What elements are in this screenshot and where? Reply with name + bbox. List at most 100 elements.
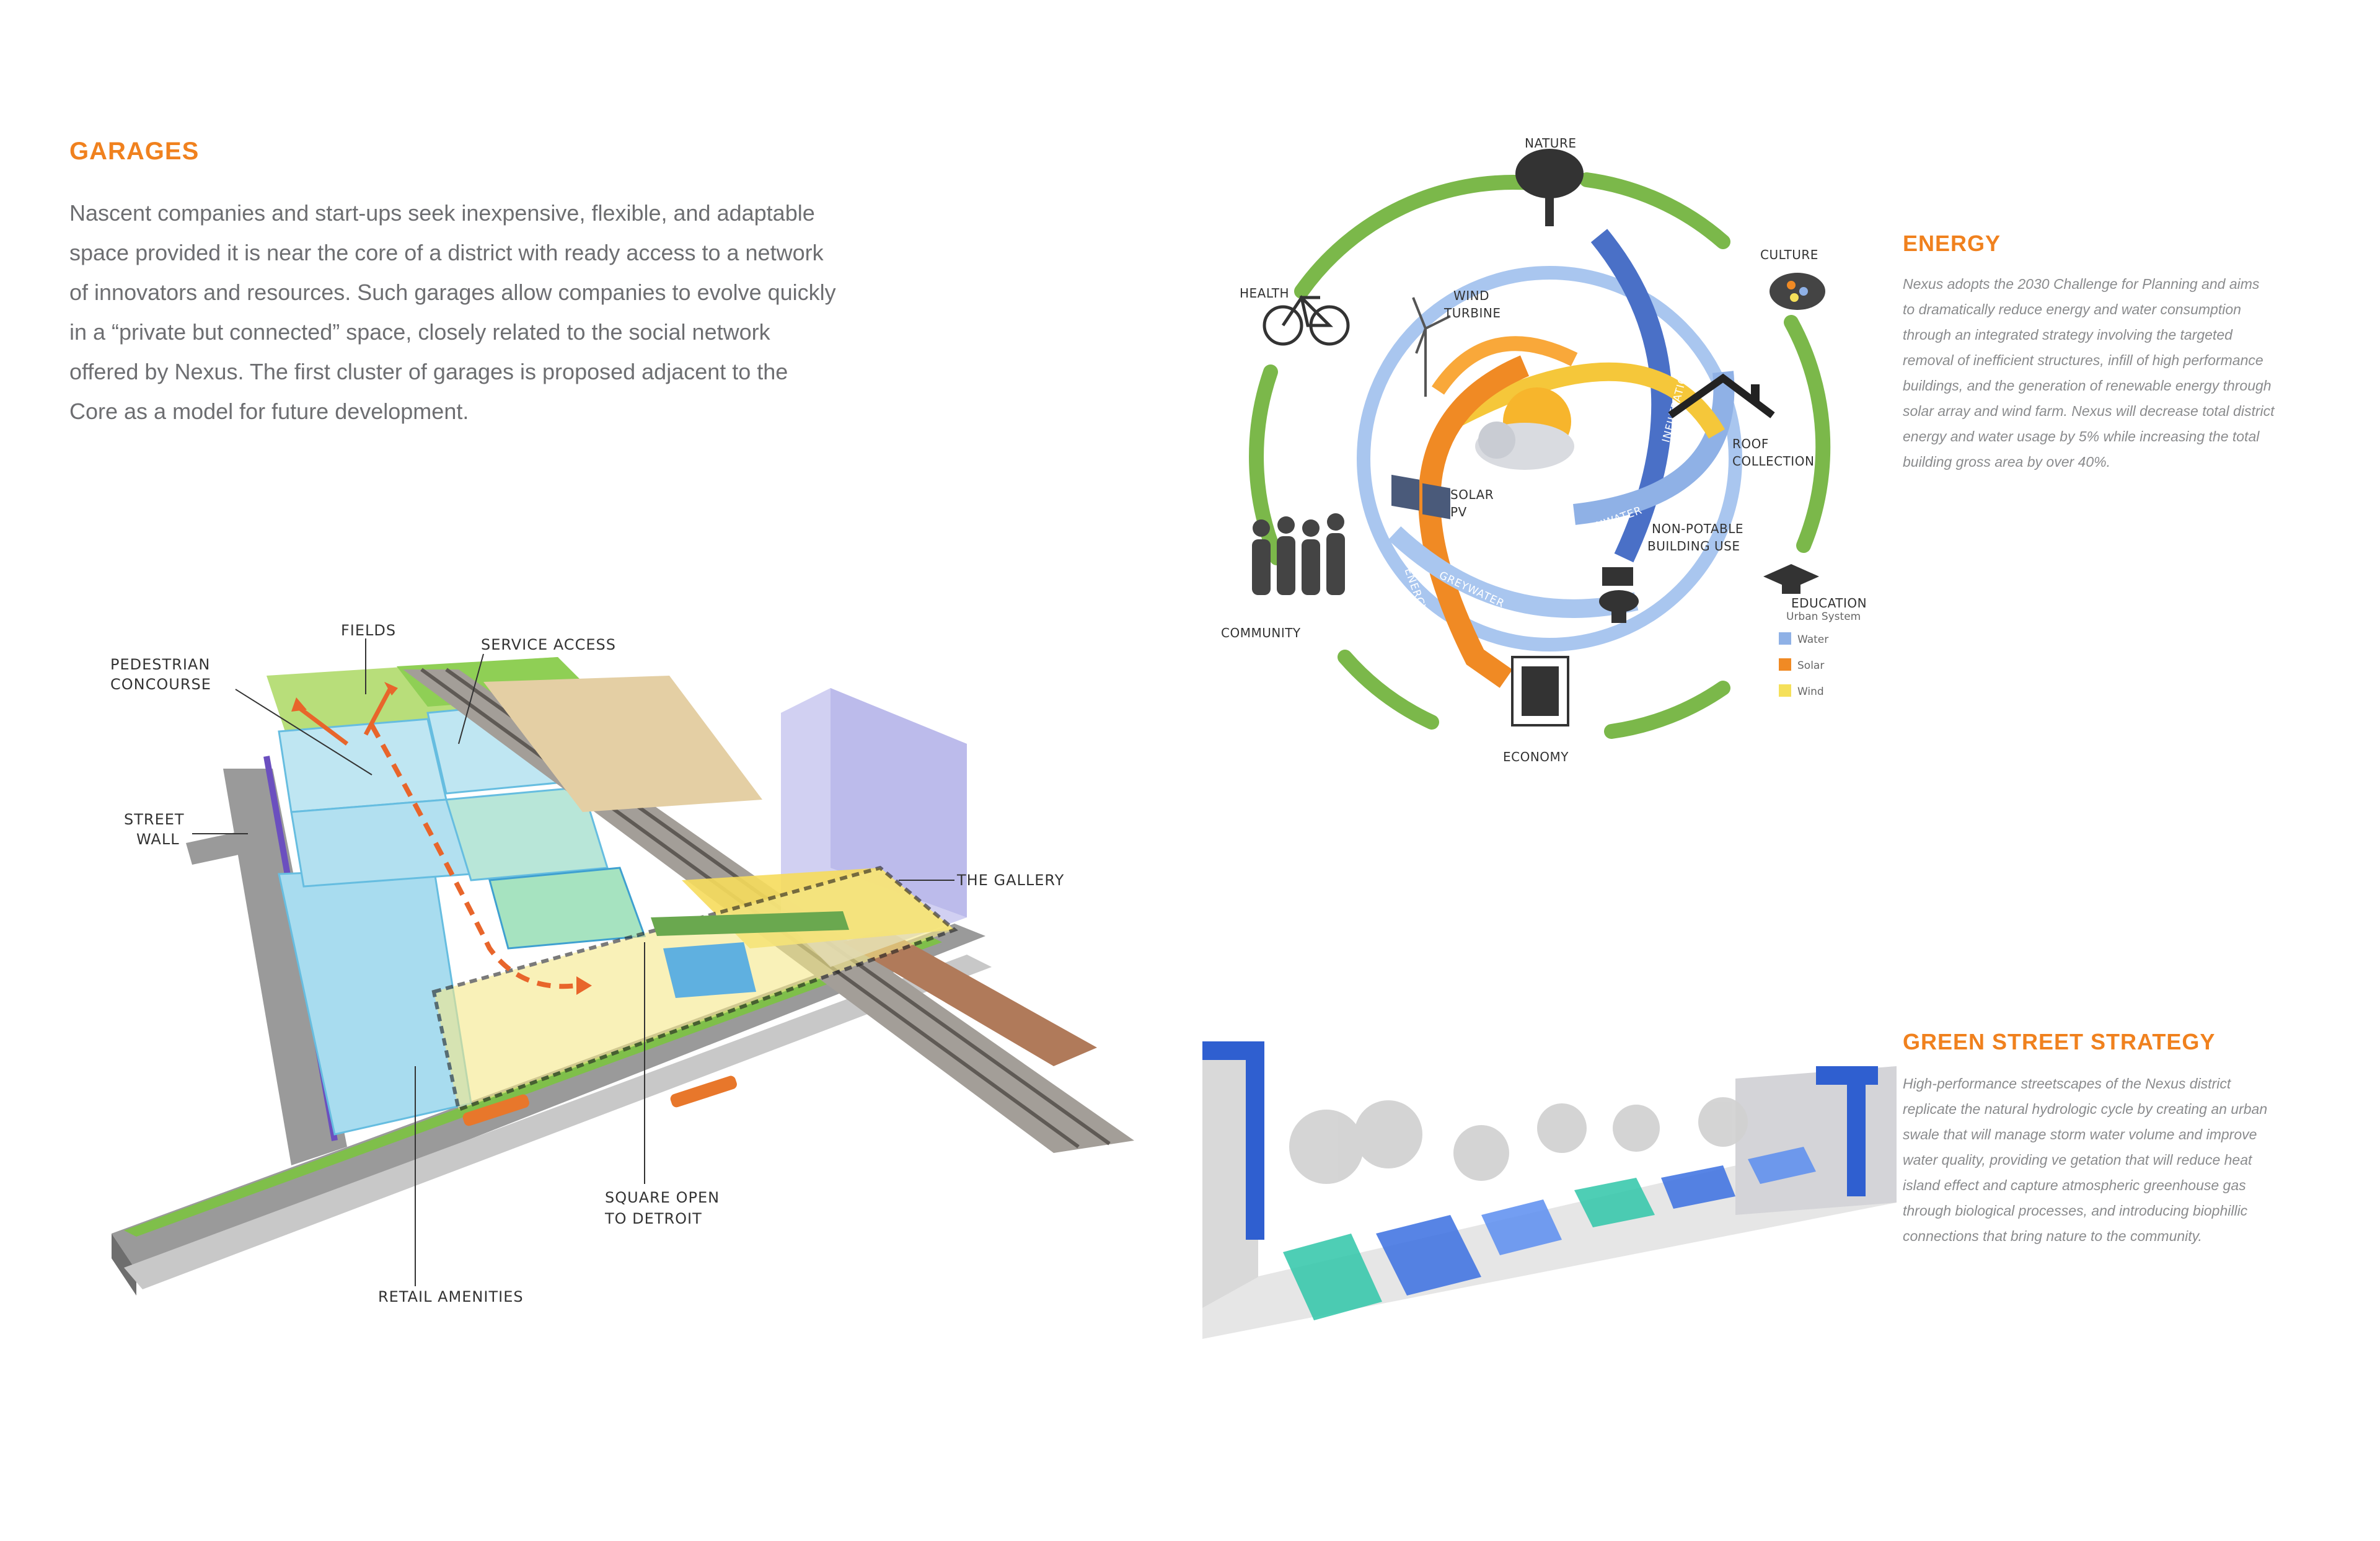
greywater-arrow [1388,526,1639,618]
tree-icon [1453,1125,1509,1181]
label-street-wall: STREET [124,811,185,828]
legend-swatch-wind [1779,684,1791,697]
swale [1574,1178,1655,1227]
toilet-icon [1599,567,1639,623]
green-street-line: swale that will manage storm water volum… [1903,1126,2257,1142]
economy-building-icon [1511,656,1569,726]
energy-arrow [1418,355,1530,688]
label-pedestrian-concourse: PEDESTRIAN [110,656,210,673]
green-street-line: water quality, providing ve getation tha… [1903,1152,2252,1168]
green-street-line: replicate the natural hydrologic cycle b… [1903,1101,2268,1117]
retail-marker [462,1094,529,1126]
energy-line: energy and water usage by 5% while incre… [1903,428,2260,444]
label-solar-pv: SOLAR [1450,487,1494,502]
wind-turbine-icon [1412,297,1451,397]
label-retail-amenities: RETAIL AMENITIES [378,1288,524,1305]
garages-line: Nascent companies and start-ups seek ine… [69,200,815,226]
node-nature: NATURE [1525,136,1576,151]
garages-line: of innovators and resources. Such garage… [69,280,836,305]
node-economy: ECONOMY [1503,749,1569,764]
swale [1376,1215,1481,1296]
tree-icon [1537,1103,1587,1153]
energy-line: solar array and wind farm. Nexus will de… [1903,403,2275,419]
node-education: EDUCATION [1791,596,1867,611]
garages-line: offered by Nexus. The first cluster of g… [69,359,788,384]
graduation-cap-icon [1763,564,1819,594]
green-street-line: connections that bring nature to the com… [1903,1228,2202,1244]
label-service-access: SERVICE ACCESS [481,636,616,653]
green-street-line: through biological processes, and introd… [1903,1203,2248,1219]
tree-icon [1289,1110,1364,1184]
gallery-bridge [651,911,849,936]
retail-marker [670,1075,737,1108]
label-fields: FIELDS [341,622,396,639]
legend-title: Urban System [1786,611,1861,623]
label-pedestrian-concourse-2: CONCOURSE [110,676,211,693]
road-green-strip [124,936,942,1237]
tree-icon [1613,1105,1660,1152]
energy-line: building gross area by over 40%. [1903,454,2110,470]
palette-icon [1770,273,1825,310]
side-street [223,769,347,1165]
garages-heading: GARAGES [69,138,200,165]
rail-corridor-2 [843,930,1097,1066]
gallery-block [663,942,756,998]
garage-block-4 [445,786,609,881]
left-wall [1202,1041,1258,1308]
garage-block-2 [290,798,473,888]
energy-heading: ENERGY [1903,231,2001,256]
label-wind-turbine: WIND [1453,288,1489,303]
garages-line: space provided it is near the core of a … [69,240,824,265]
swale [1748,1147,1816,1184]
label-street-wall-2: WALL [136,831,180,848]
cycle-arc [1338,650,1439,730]
label-wind-turbine-2: TURBINE [1443,306,1501,320]
label-non-potable-2: BUILDING USE [1647,539,1740,554]
node-culture: CULTURE [1760,247,1818,262]
label-square-open-2: TO DETROIT [604,1210,702,1227]
energy-line: removal of inefficient structures, infil… [1903,352,2263,368]
energy-line: to dramatically reduce energy and water … [1903,301,2241,317]
label-solar-pv-2: PV [1450,505,1467,519]
wind-arrow [1432,336,1578,395]
sun-arrow [1445,362,1725,439]
green-street-section-illustration [1202,1041,1897,1339]
beige-building [483,676,762,812]
green-street-line: High-performance streetscapes of the Nex… [1903,1075,2231,1092]
community-people-icon [1252,513,1345,595]
legend-swatch-water [1779,632,1791,645]
main-road-edge [112,1234,136,1296]
green-street-line: island effect and capture atmospheric gr… [1903,1177,2246,1193]
main-road-slab [112,924,985,1271]
label-non-potable: NON-POTABLE [1652,521,1743,536]
garage-block-1 [278,718,447,813]
lower-road [124,955,992,1289]
urban-system-cycle-diagram: SUN INFILTRATION RAINWATER GREYWATER ENE… [1221,136,1867,764]
tree-icon [1354,1100,1422,1168]
green-street-paragraph: High-performance streetscapes of the Nex… [1903,1071,2267,1249]
cycle-arc [1784,315,1831,553]
cycle-arc [1249,364,1284,565]
label-the-gallery: THE GALLERY [956,872,1064,889]
label-roof-collection-2: COLLECTION [1732,454,1814,469]
garages-paragraph: Nascent companies and start-ups seek ine… [69,193,836,431]
green-street-heading: GREEN STREET STRATEGY [1903,1029,2216,1054]
cycle-arc [1604,681,1730,739]
legend-wind: Wind [1797,686,1824,698]
bicycle-icon [1263,295,1350,346]
tree-icon [1698,1097,1748,1147]
energy-paragraph: Nexus adopts the 2030 Challenge for Plan… [1903,272,2275,475]
tree-icon [1515,149,1584,226]
legend-water: Water [1797,634,1828,646]
site-axonometric-diagram: FIELDS PEDESTRIAN CONCOURSE SERVICE ACCE… [110,622,1134,1305]
water-ring [1357,266,1742,651]
energy-line: Nexus adopts the 2030 Challenge for Plan… [1903,276,2260,292]
garages-line: Core as a model for future development. [69,399,469,424]
solar-panel-icon [1391,474,1450,519]
cross-street [186,824,279,865]
cycle-arc [1579,172,1730,249]
node-health: HEALTH [1240,286,1289,301]
swale [1481,1199,1562,1255]
rainwater-arrow [1573,371,1735,525]
cycle-arc [1294,175,1538,299]
